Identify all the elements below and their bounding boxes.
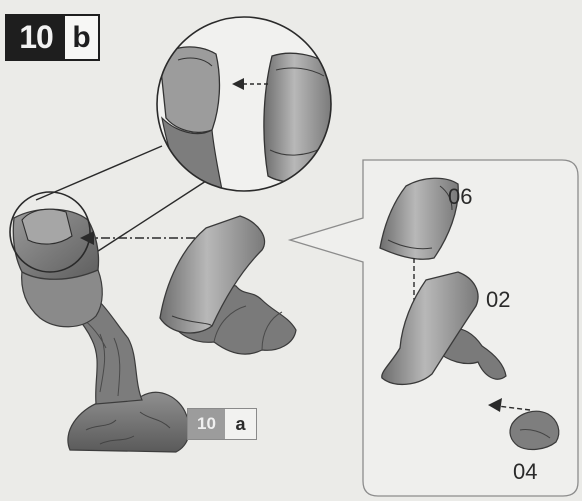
part-label-06: 06	[448, 184, 472, 210]
part-label-02: 02	[486, 287, 510, 313]
step-number: 10	[7, 16, 65, 59]
step-letter: b	[65, 16, 98, 59]
part-label-04: 04	[513, 459, 537, 485]
reference-number: 10	[188, 409, 225, 439]
zoom-circle	[157, 17, 332, 210]
middle-shin-part	[160, 216, 296, 354]
step-badge: 10 b	[5, 14, 100, 61]
reference-letter: a	[225, 409, 256, 439]
reference-badge: 10 a	[187, 408, 257, 440]
